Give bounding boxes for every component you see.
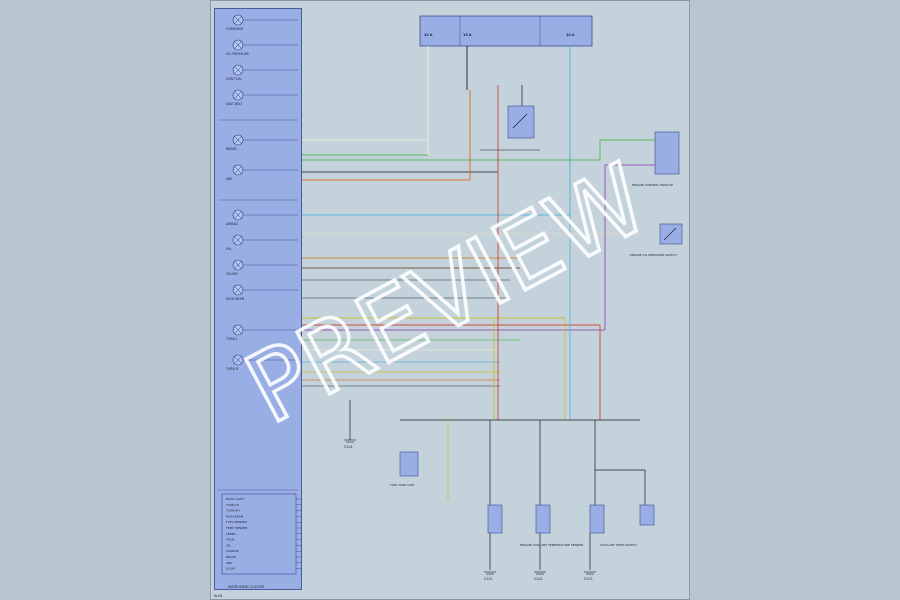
indicator-label: SEAT BELT <box>226 102 242 106</box>
component-box-fuel-gauge <box>399 451 419 477</box>
indicator-label: OIL PRESSURE <box>226 52 249 56</box>
connector-row-label: SPEED <box>226 532 237 536</box>
component-box-fuel-sender <box>487 504 503 534</box>
page-ref: W-08 <box>214 594 222 598</box>
indicator-label: AIRBAG <box>226 222 239 226</box>
fuse-rating: 15 A <box>463 33 472 37</box>
indicator-label: TURN R <box>225 367 239 371</box>
connector-row-label: TURN RH <box>225 509 240 513</box>
indicator-lamp: ABS <box>226 164 298 181</box>
indicator-lamp: MIL <box>226 234 298 251</box>
component-label: ENGINE OIL PRESSURE SWITCH <box>630 253 677 257</box>
component-label: COOLANT TEMP SWITCH <box>600 543 636 547</box>
relay <box>507 105 535 139</box>
indicator-lamp: HIGH BEAM <box>226 284 298 301</box>
indicator-label: ABS <box>226 177 232 181</box>
ground-symbol: G104 <box>344 439 356 449</box>
ground-symbol: G103 <box>584 571 596 581</box>
fuse-rating: 10 A <box>424 33 433 37</box>
connector-row-label: OIL <box>226 543 231 547</box>
ground-symbol: G102 <box>534 571 546 581</box>
indicator-label: HIGH BEAM <box>226 297 245 301</box>
component-box-oil-switch <box>659 223 683 245</box>
ground-label: G104 <box>344 445 353 449</box>
indicator-lamp: TURN L <box>225 324 298 341</box>
connector-row-label: BRAKE <box>226 555 236 559</box>
fuse-box <box>419 15 593 47</box>
component-box-ecm <box>654 131 680 175</box>
indicator-lamp: AIRBAG <box>226 209 298 226</box>
indicator-label: CRUISE <box>226 272 238 276</box>
indicator-label: MIL <box>226 247 232 251</box>
component-box-temp-sender <box>535 504 551 534</box>
connector-row-label: BACK LIGHT <box>226 497 244 501</box>
connector-row-label: ABS <box>226 561 232 565</box>
indicator-lamp: LOW FUEL <box>226 64 298 81</box>
connector-row-label: CHARGE <box>226 549 239 553</box>
ground-label: G103 <box>584 577 593 581</box>
indicator-lamp: TURN R <box>225 354 298 371</box>
indicator-lamp: SEAT BELT <box>226 89 298 106</box>
connector-row-label: TURN LH <box>225 503 239 507</box>
indicator-lamp: CRUISE <box>226 259 298 276</box>
connector-row-label: TEMP SENDER <box>225 526 247 530</box>
indicator-lamp: BRAKE <box>226 134 298 151</box>
instrument-cluster-block <box>214 8 302 590</box>
ground-symbol: G101 <box>484 571 496 581</box>
component-box-aux <box>639 504 655 526</box>
cluster-caption: INSTRUMENT CLUSTER <box>228 585 265 589</box>
indicator-label: CHARGING <box>226 27 244 31</box>
cluster-connector-table <box>221 493 297 575</box>
component-label: FUEL TANK UNIT <box>390 483 415 487</box>
fuse-rating: 10 A <box>566 33 575 37</box>
indicator-lamp: CHARGING <box>226 14 298 31</box>
ground-label: G101 <box>484 577 493 581</box>
connector-row-label: ILLUM <box>226 567 235 571</box>
indicator-label: LOW FUEL <box>226 77 243 81</box>
connector-row-label: FUEL SENDER <box>226 520 247 524</box>
component-label: ENGINE COOLANT TEMPERATURE SENDER <box>520 543 583 547</box>
connector-row-label: TACH <box>225 538 234 542</box>
component-label: ENGINE CONTROL MODULE <box>632 183 673 187</box>
indicator-lamp: OIL PRESSURE <box>226 39 298 56</box>
ground-label: G102 <box>534 577 543 581</box>
connector-row-label: HIGH BEAM <box>226 514 244 518</box>
indicator-label: TURN L <box>225 337 238 341</box>
indicator-label: BRAKE <box>226 147 237 151</box>
component-box-temp-switch <box>589 504 605 534</box>
